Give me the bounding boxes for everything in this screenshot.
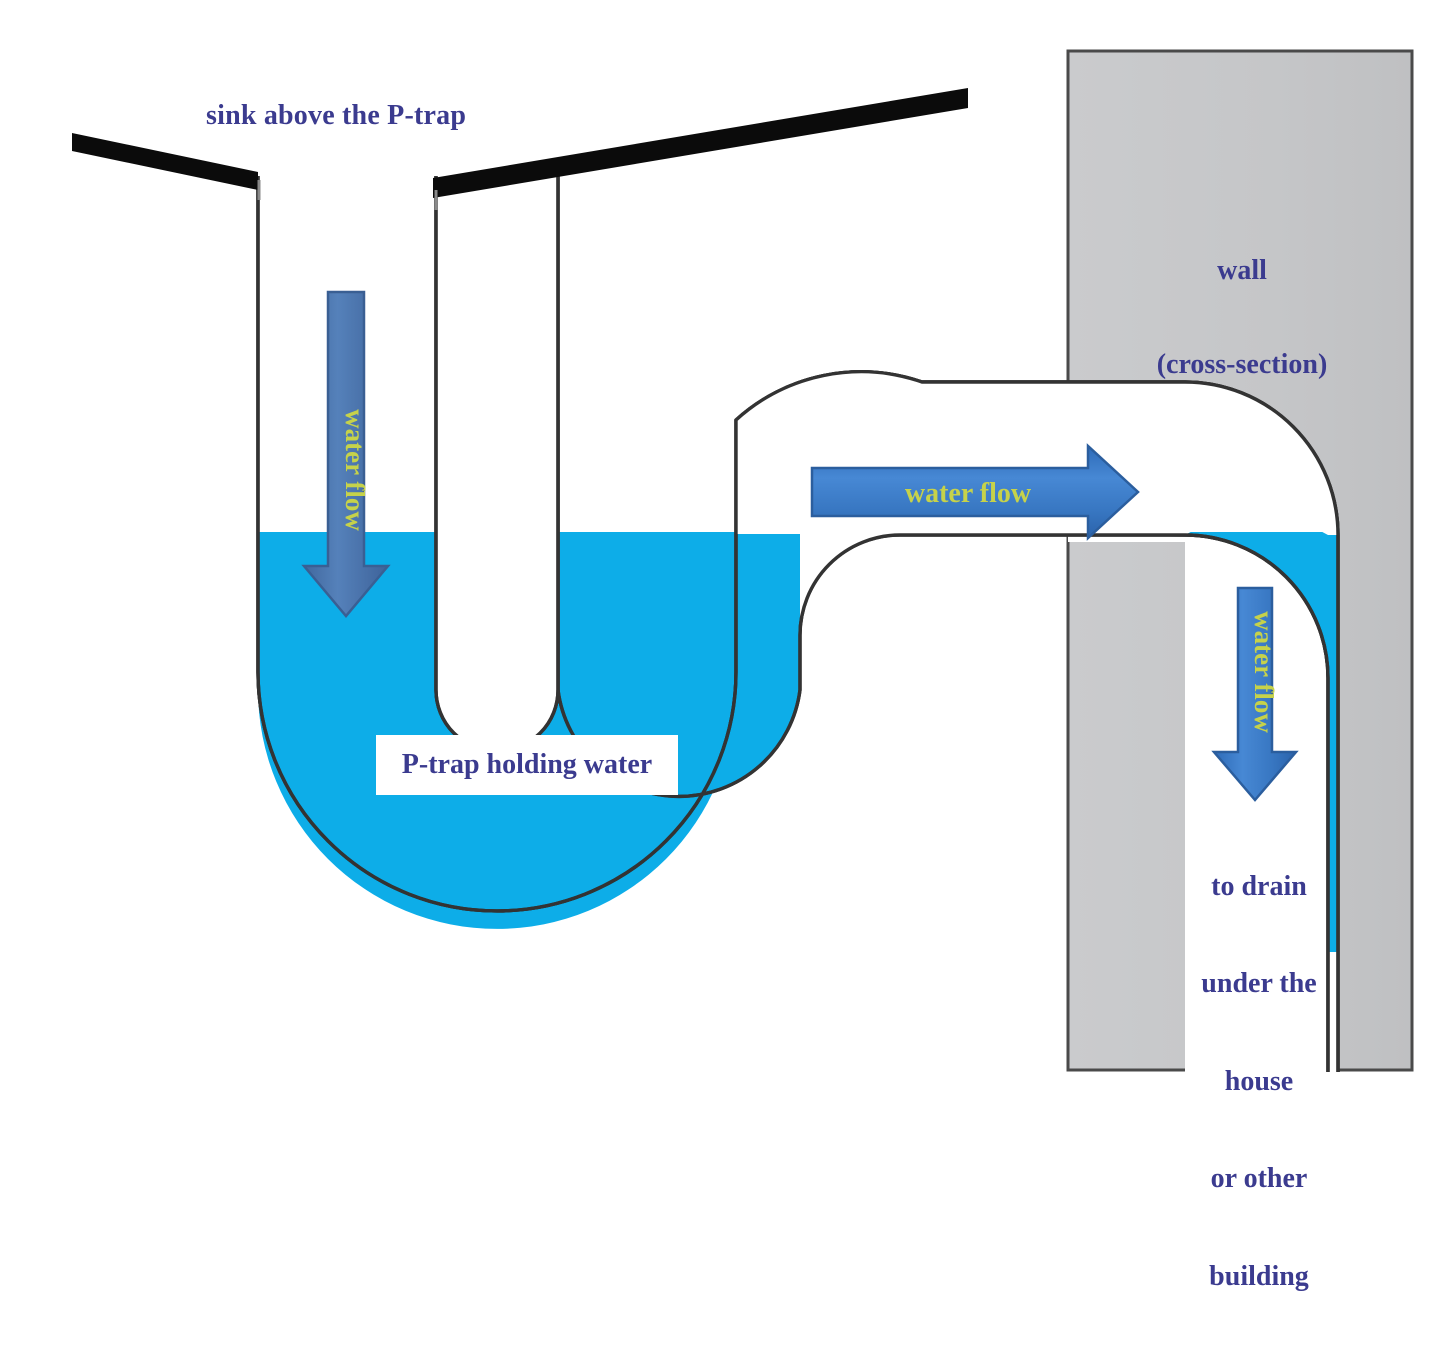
arrow-down-right-label: water flow [1249, 611, 1279, 733]
arrow-down-icon [301, 290, 391, 618]
sink-lip-right [433, 88, 968, 198]
drain-label-line2: under the [1201, 968, 1317, 1000]
drain-label: to drain under the house or other buildi… [1188, 806, 1330, 1358]
inner-column-air [437, 176, 557, 750]
diagram-canvas: water flow water flow water flow sink ab… [72, 49, 1414, 1292]
outline-outer [256, 176, 1340, 1072]
drain-label-line3: house [1224, 1065, 1294, 1097]
arrow-right-label: water flow [905, 478, 1032, 509]
drain-label-line1: to drain [1211, 870, 1307, 902]
arrow-right: water flow [810, 443, 1140, 541]
wall-label-line1: wall [1217, 254, 1267, 286]
arrow-down-left: water flow [301, 290, 391, 618]
wall-label: wall (cross-section) [1122, 192, 1362, 443]
arrow-down-left-label: water flow [340, 409, 370, 531]
drain-label-line4: or other [1210, 1163, 1308, 1195]
ptrap-diagram-svg: water flow water flow water flow [72, 49, 1414, 1072]
sink-lips [72, 88, 968, 198]
ptrap-label: P-trap holding water [401, 749, 653, 780]
arrow-right-icon [810, 443, 1140, 541]
arrow-down-right: water flow [1211, 586, 1299, 802]
drain-label-line5: building [1209, 1260, 1309, 1292]
wall-label-line2: (cross-section) [1156, 348, 1328, 380]
arrow-down-icon-right [1211, 586, 1299, 802]
sink-label: sink above the P-trap [206, 100, 467, 131]
sink-lip-left [72, 133, 258, 190]
ptrap-label-box: P-trap holding water [376, 735, 678, 795]
